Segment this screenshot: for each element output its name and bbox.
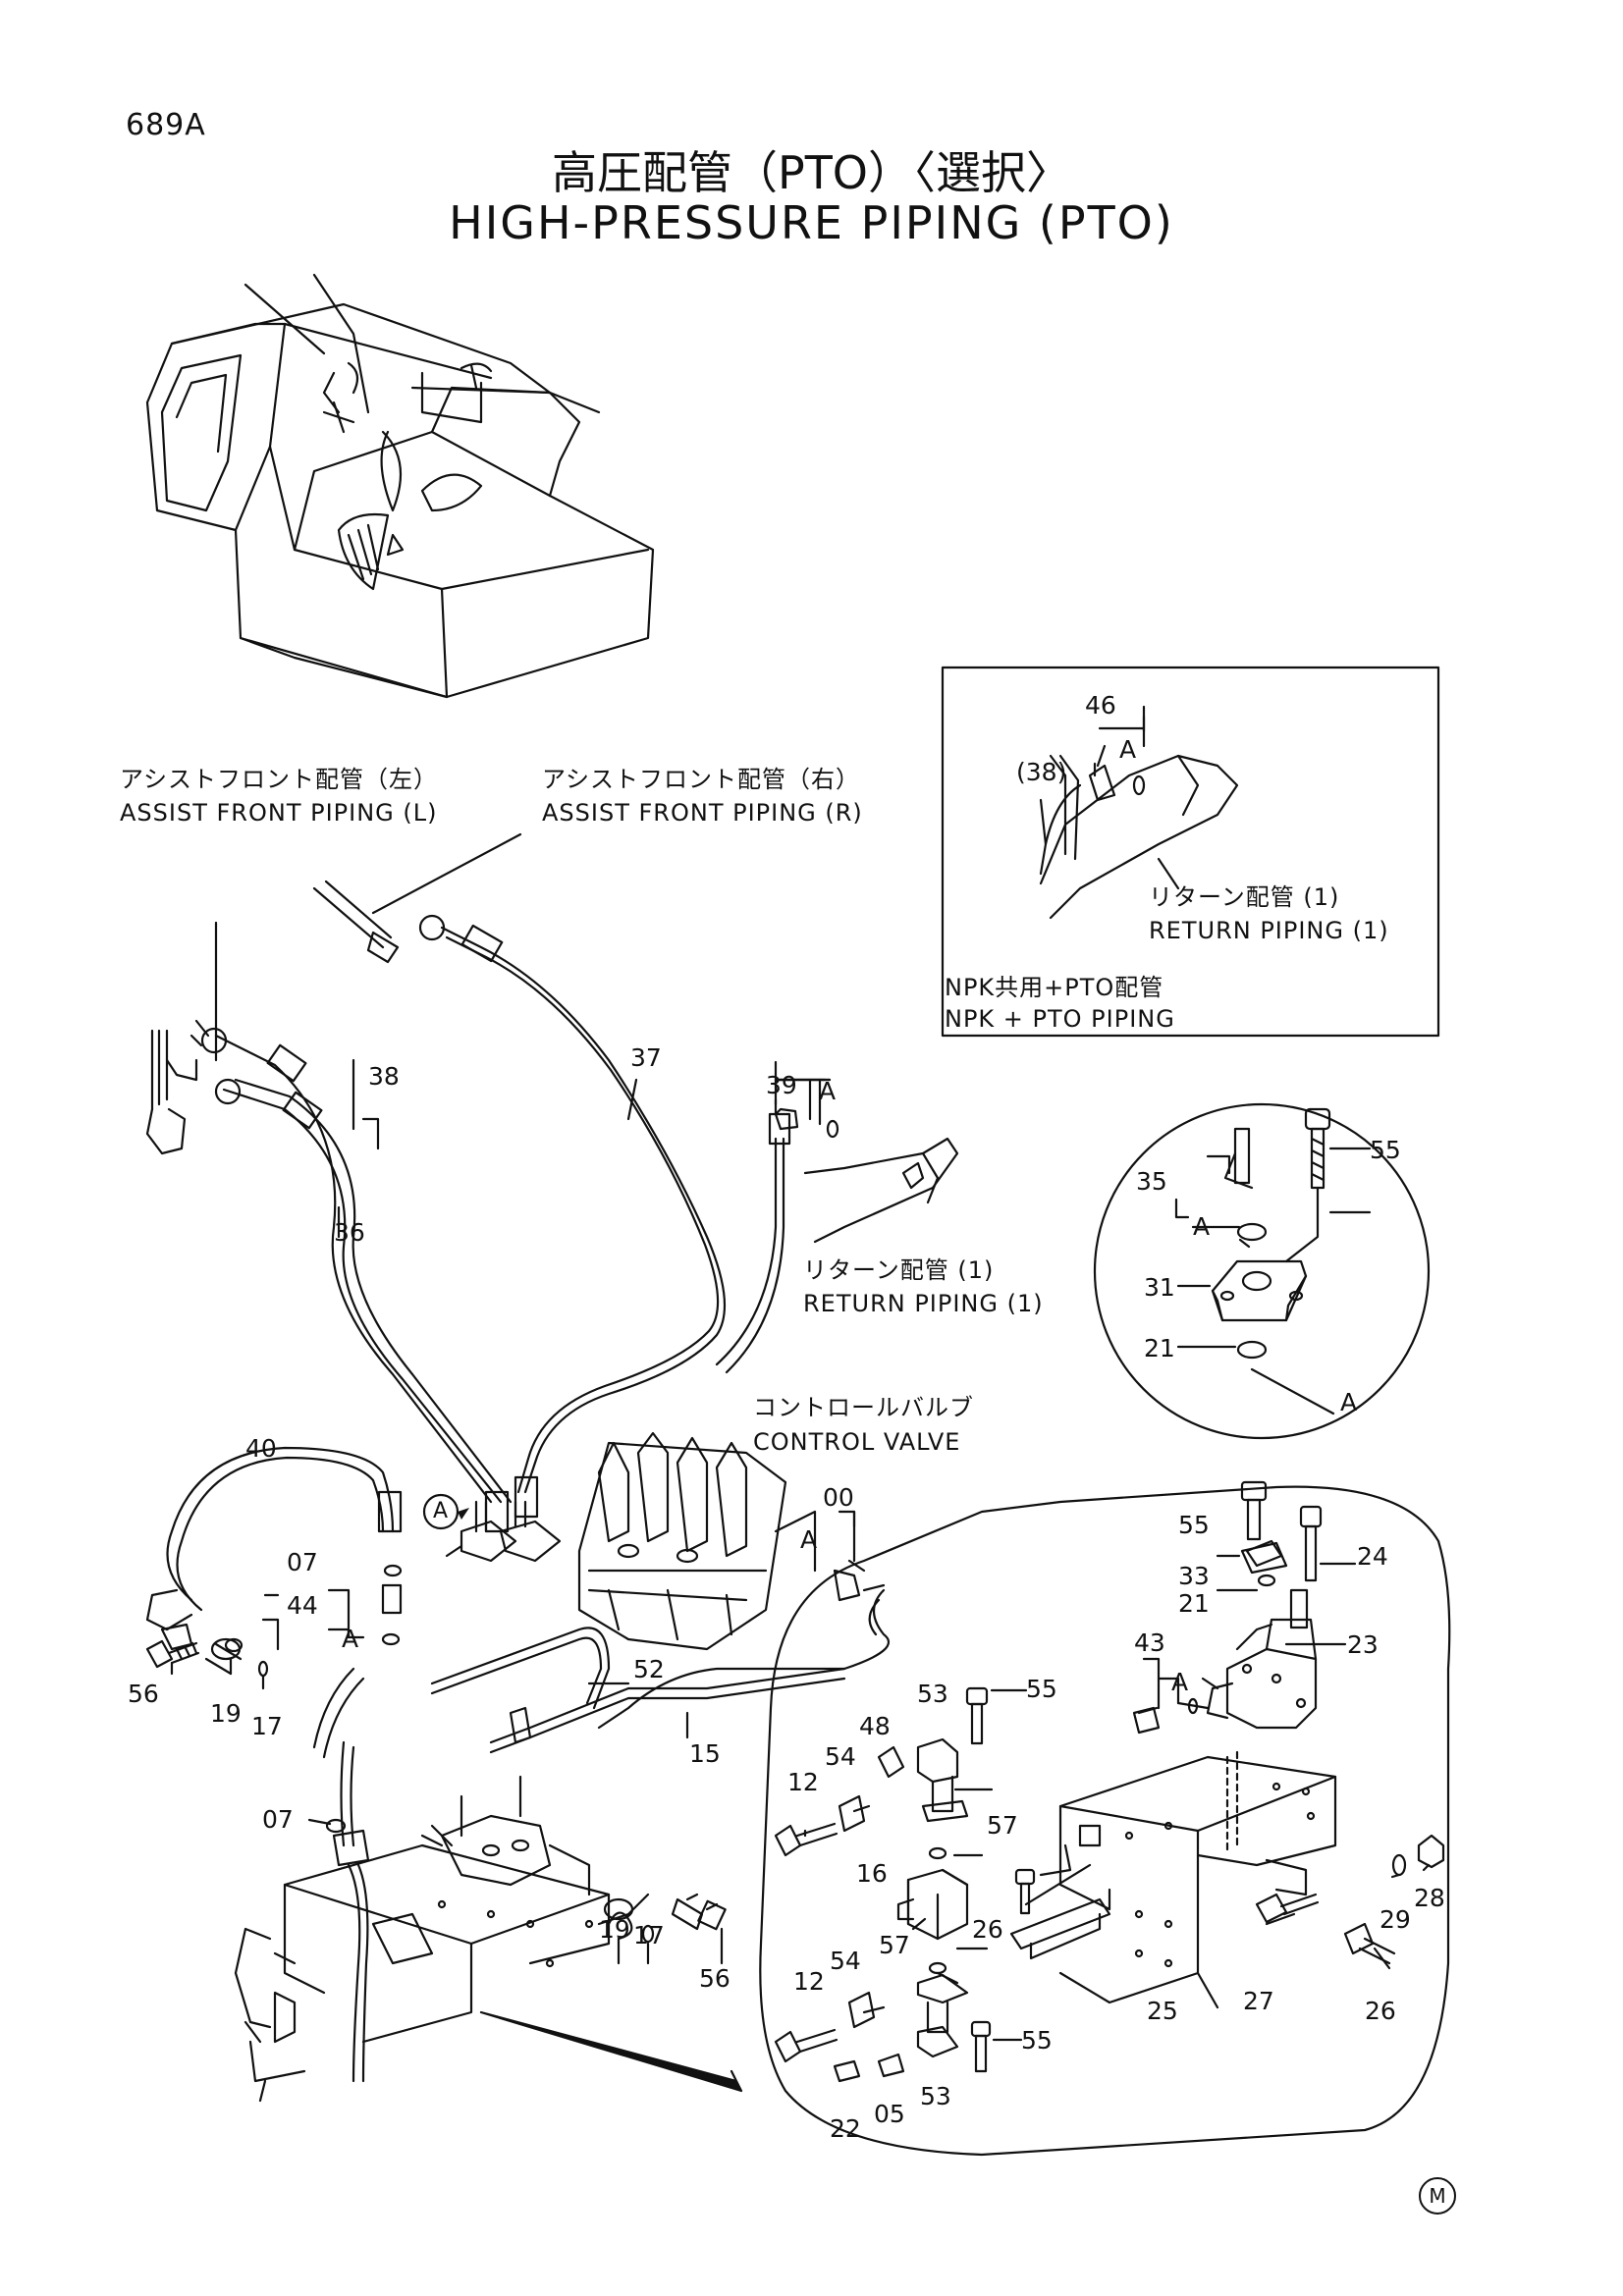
label-npk-en: NPK + PTO PIPING [945, 1005, 1175, 1033]
pto-valve-block-left [234, 1775, 650, 2103]
part-number: 56 [699, 1964, 730, 1993]
part-number: 17 [251, 1712, 283, 1740]
part-number: 55 [1370, 1136, 1401, 1164]
detail-frame-pto [759, 1485, 1451, 2157]
letter-a-fitting-00: A [800, 1525, 818, 1554]
part-number: 00 [823, 1483, 854, 1512]
letter-a-fitting-44: A [342, 1625, 359, 1653]
part-number: 07 [262, 1805, 294, 1834]
inset-frame-npk [941, 666, 1440, 1038]
page-title-english: HIGH-PRESSURE PIPING (PTO) [449, 196, 1174, 249]
part-number: 52 [633, 1655, 665, 1683]
part-number: 16 [856, 1859, 888, 1888]
label-inset-return-en: RETURN PIPING (1) [1149, 917, 1389, 944]
part-number: 38 [368, 1062, 400, 1091]
letter-a-detail-35: A [1193, 1212, 1211, 1241]
part-number: 54 [830, 1947, 861, 1975]
part-number: 26 [1365, 1997, 1396, 2025]
label-npk-jp: NPK共用+PTO配管 [945, 974, 1164, 1001]
part-number: 54 [825, 1742, 856, 1771]
part-number: 31 [1144, 1273, 1175, 1302]
part-number: 23 [1347, 1630, 1379, 1659]
label-return-piping-jp: リターン配管 (1) [803, 1256, 995, 1284]
excavator-overview-sketch [145, 273, 655, 699]
part-number: 05 [874, 2100, 905, 2128]
part-number: 22 [830, 2114, 861, 2143]
inset-pipe [1049, 754, 1080, 861]
part-number: 25 [1147, 1997, 1178, 2025]
part-number: 27 [1243, 1987, 1274, 2015]
part-number: 44 [287, 1591, 318, 1620]
part-number: 19 [210, 1699, 242, 1728]
part-number: 37 [630, 1043, 662, 1072]
part-number: 17 [633, 1921, 665, 1949]
label-assist-front-right-en: ASSIST FRONT PIPING (R) [542, 799, 863, 827]
part-number: 43 [1134, 1629, 1165, 1657]
part-number: 12 [787, 1768, 819, 1796]
part-number: 21 [1144, 1334, 1175, 1362]
detail-elbow-35 [1233, 1127, 1251, 1185]
part-number: 12 [793, 1967, 825, 1996]
part-number: 35 [1136, 1167, 1167, 1196]
part-number: 39 [766, 1071, 797, 1099]
control-valve-drawing [577, 1431, 817, 1651]
part-number: 33 [1178, 1562, 1210, 1590]
part-number: 24 [1357, 1542, 1388, 1571]
label-assist-front-left-jp: アシストフロント配管（左） [120, 766, 439, 793]
part-number: 48 [859, 1712, 891, 1740]
letter-a-fitting-43: A [1171, 1668, 1189, 1696]
part-number: (38) [1016, 758, 1067, 786]
label-control-valve-jp: コントロールバルブ [753, 1394, 974, 1421]
part-number: 29 [1380, 1905, 1411, 1934]
part-number: 57 [879, 1931, 910, 1959]
part-number: 53 [917, 1680, 948, 1708]
label-inset-return-jp: リターン配管 (1) [1149, 883, 1340, 911]
part-number: 28 [1414, 1884, 1445, 1912]
label-assist-front-left-en: ASSIST FRONT PIPING (L) [120, 799, 438, 827]
label-assist-front-right-jp: アシストフロント配管（右） [542, 766, 861, 793]
part-number: 55 [1178, 1511, 1210, 1539]
page-title-japanese: 高圧配管（PTO）〈選択〉 [551, 146, 1072, 199]
label-control-valve-en: CONTROL VALVE [753, 1428, 961, 1456]
part-number: 19 [599, 1915, 630, 1944]
detail-circle-a-letter: A [1340, 1388, 1358, 1416]
part-number: 55 [1021, 2026, 1053, 2055]
part-number: 26 [972, 1915, 1003, 1944]
part-number: 56 [128, 1680, 159, 1708]
part-number: 40 [245, 1434, 277, 1463]
part-number: 21 [1178, 1589, 1210, 1618]
part-number: 46 [1085, 691, 1116, 720]
copyright-mark: M [1419, 2177, 1456, 2215]
part-number: 55 [1026, 1675, 1057, 1703]
letter-a-inset: A [1119, 735, 1137, 764]
page-code: 689A [126, 108, 206, 142]
callout-a-letter: A [433, 1499, 449, 1523]
part-number: 07 [287, 1548, 318, 1576]
letter-a-return: A [819, 1077, 837, 1105]
label-return-piping-en: RETURN PIPING (1) [803, 1290, 1044, 1317]
detail-circle-a [1093, 1102, 1431, 1440]
part-number: 36 [334, 1218, 365, 1247]
part-number: 53 [920, 2082, 951, 2110]
part-number: 15 [689, 1739, 721, 1768]
part-number: 57 [987, 1811, 1018, 1840]
